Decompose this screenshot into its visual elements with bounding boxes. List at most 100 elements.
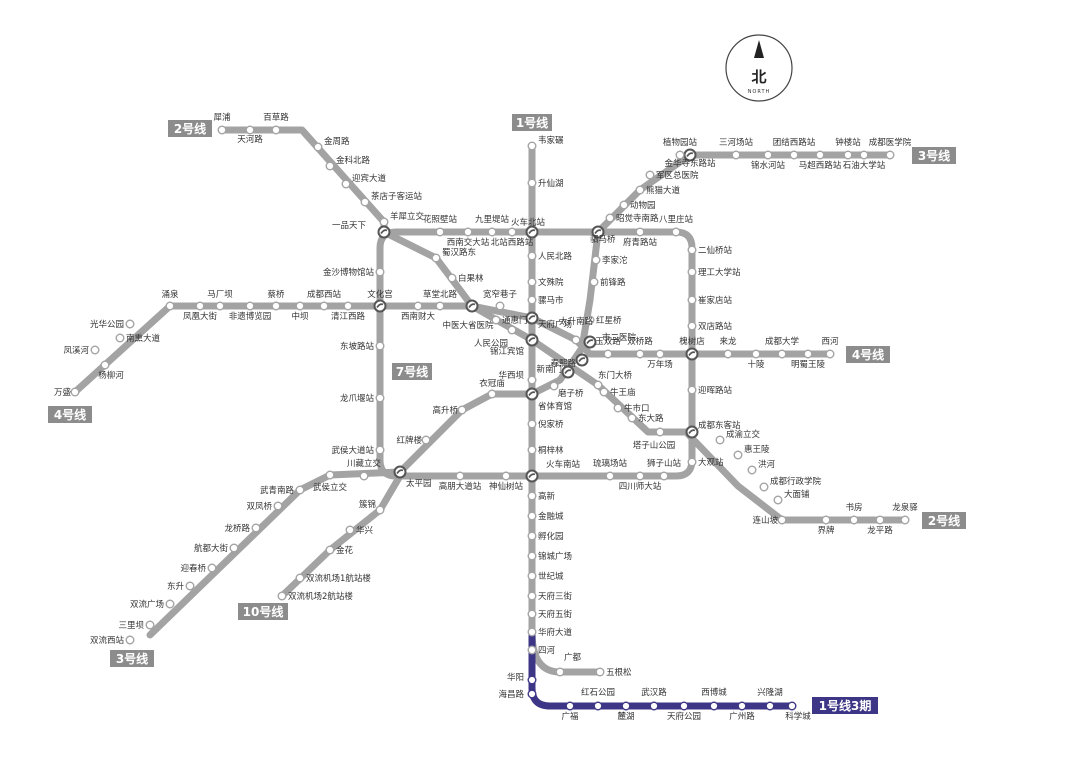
station-marker: [295, 485, 305, 495]
station-label: 中医大省医院: [442, 320, 494, 331]
station-label: 衣冠庙: [479, 378, 505, 389]
station-marker: [115, 333, 125, 343]
station: 华阳: [507, 672, 537, 685]
station: 太平园: [393, 465, 432, 489]
station-marker: [885, 150, 895, 160]
station-label: 神仙树站: [489, 481, 524, 492]
transfer-station-marker: [561, 365, 575, 379]
station-label: 理工大学站: [698, 267, 741, 278]
station: 前锋路: [589, 277, 626, 288]
station-marker: [555, 667, 565, 677]
station-marker: [527, 571, 537, 581]
station-label: 犀浦: [213, 112, 231, 123]
station: 科学城: [785, 701, 811, 722]
station: 连山坡: [752, 515, 787, 526]
station: 迎晖路站: [687, 385, 733, 396]
station: 龙桥路: [224, 523, 261, 534]
station: 万年场: [647, 349, 673, 370]
station-marker: [145, 620, 155, 630]
station-marker: [527, 445, 537, 455]
station: 涌泉: [161, 289, 179, 311]
station-marker: [245, 125, 255, 135]
station-label: 琉璃场站: [593, 458, 628, 469]
station-label: 光华公园: [90, 319, 124, 330]
station-marker: [165, 599, 175, 609]
badge-line-4-west-label: 4号线: [54, 407, 86, 422]
station-marker: [295, 301, 305, 311]
station: 孵化园: [527, 531, 564, 542]
station-label: 马超西路站: [799, 160, 842, 171]
station-label: 韦家碾: [538, 135, 564, 146]
station-marker: [821, 515, 831, 525]
badge-line-1-phase3-label: 1号线3期: [819, 698, 872, 713]
station: 太升南路: [559, 316, 593, 345]
station-marker: [70, 387, 80, 397]
station-label: 二仙桥站: [698, 245, 733, 256]
station-marker: [507, 227, 517, 237]
transfer-station-marker: [685, 347, 699, 361]
station: 崔家店站: [687, 295, 733, 306]
station-marker: [613, 403, 623, 413]
badge-line-2-east: 2号线: [922, 512, 966, 529]
station-marker: [295, 573, 305, 583]
station-label: 蔡桥: [267, 289, 285, 300]
station-label: 武汉路: [641, 687, 667, 698]
station-label: 前锋路: [600, 277, 626, 288]
station-marker: [359, 471, 369, 481]
station-marker: [763, 150, 773, 160]
station-label: 天府五街: [538, 609, 573, 620]
station-marker: [759, 482, 769, 492]
station-marker: [787, 701, 797, 711]
station: 金周路: [313, 136, 350, 152]
transfer-icon: [376, 303, 384, 308]
station-label: 九里堤站: [475, 214, 510, 225]
station-marker: [777, 349, 787, 359]
station: 三里坝: [118, 620, 155, 631]
station-marker: [635, 349, 645, 359]
station: 大观站: [687, 457, 724, 468]
station: 茶店子客运站: [360, 191, 423, 207]
station-marker: [571, 335, 581, 345]
station-label: 广都: [564, 652, 582, 663]
transfer-station-marker: [525, 311, 539, 325]
transfer-icon: [578, 357, 586, 362]
station-label: 五根松: [606, 667, 632, 678]
station-label: 动物园: [630, 200, 656, 211]
compass-icon: 北 NORTH: [725, 34, 793, 102]
transfer-icon: [528, 229, 536, 234]
station-marker: [487, 389, 497, 399]
transfer-icon: [688, 351, 696, 356]
station-label: 驷马桥: [590, 234, 616, 245]
station: 犀浦: [213, 112, 231, 135]
station-label: 惠王陵: [744, 444, 770, 455]
station: 非遗博览园: [229, 301, 272, 322]
station-marker: [507, 325, 517, 335]
transfer-icon: [594, 229, 602, 234]
station: 中坝: [291, 301, 309, 322]
station-marker: [165, 301, 175, 311]
station: 洪河: [747, 459, 776, 475]
station: 韦家碾: [527, 135, 564, 151]
station-marker: [723, 349, 733, 359]
station-label: 通惠门: [502, 315, 528, 326]
compass-sub-label: NORTH: [748, 89, 771, 95]
station: 东门大桥: [593, 370, 633, 390]
transfer-station-marker: [525, 387, 539, 401]
station-label: 航都大街: [194, 543, 229, 554]
station: 迎宾大道: [341, 173, 387, 189]
station-label: 书房: [845, 502, 862, 513]
badge-line-4-east: 4号线: [846, 346, 890, 363]
station-label: 非遗博览园: [229, 311, 272, 322]
station-label: 天河路: [237, 134, 263, 145]
station: 成都行政学院: [759, 476, 822, 492]
badge-line-4-west: 4号线: [48, 406, 92, 423]
station-marker: [375, 267, 385, 277]
station-label: 四川师大站: [619, 481, 662, 492]
station: 衣冠庙: [479, 378, 505, 399]
station-marker: [435, 301, 445, 311]
station-label: 西河: [821, 336, 839, 347]
station-label: 广福: [561, 711, 578, 722]
station-label: 四河: [538, 645, 556, 656]
station-marker: [603, 349, 613, 359]
station-label: 槐树店: [679, 336, 705, 347]
